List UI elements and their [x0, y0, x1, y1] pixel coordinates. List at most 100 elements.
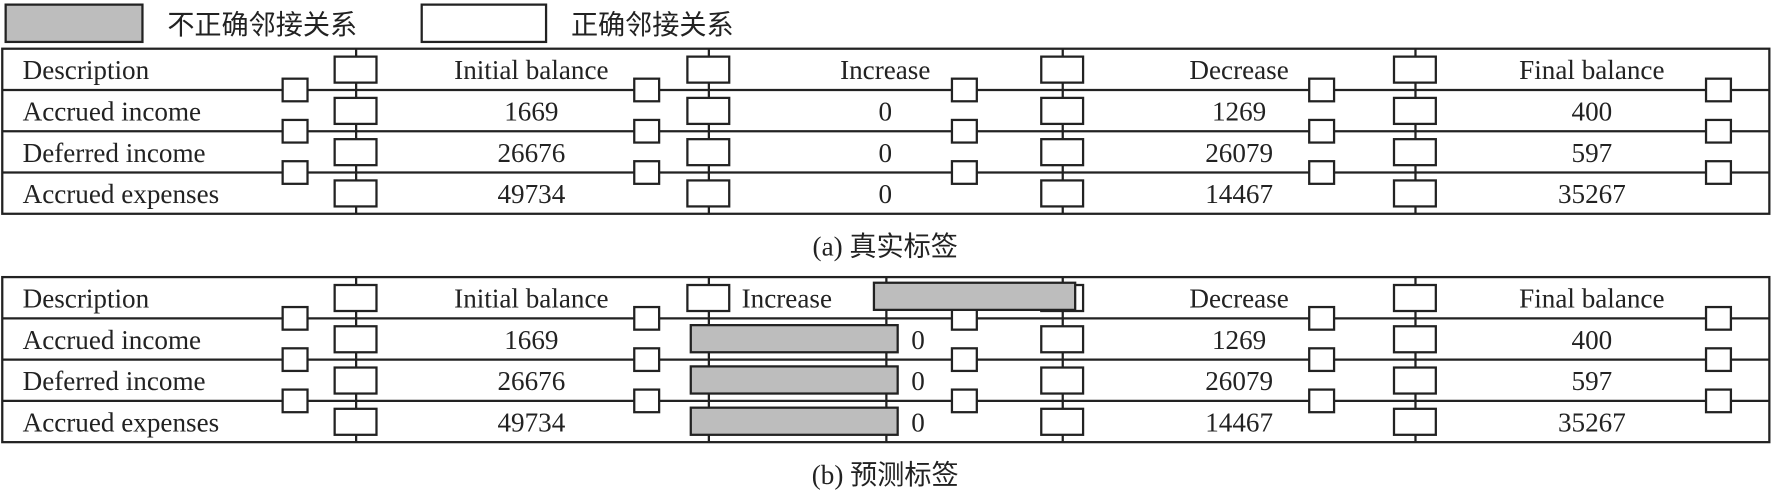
table-cell: 26079 [1205, 366, 1273, 396]
table-cell: 400 [1572, 97, 1613, 127]
table-cell: 597 [1572, 366, 1613, 396]
table-cell: 26676 [497, 366, 565, 396]
column-adjacency-box [1392, 55, 1437, 84]
row-adjacency-box [281, 118, 309, 144]
table-cell: 0 [911, 366, 925, 396]
table-cell: 14467 [1205, 407, 1273, 437]
row-adjacency-box [1308, 347, 1336, 373]
header-cell: Decrease [1189, 284, 1288, 314]
row-adjacency-box [1308, 388, 1336, 414]
table-b: Description Initial balance Increase Decrea… [1, 275, 1771, 490]
table-cell: 597 [1572, 138, 1613, 168]
column-adjacency-box [1040, 55, 1085, 84]
row-adjacency-box [950, 347, 978, 373]
row-adjacency-box [281, 388, 309, 414]
row-adjacency-box [1308, 305, 1336, 331]
legend-incorrect-label: 不正确邻接关系 [167, 10, 357, 41]
column-adjacency-box [1392, 138, 1437, 167]
table-cell: 0 [911, 407, 925, 437]
row-adjacency-box [950, 77, 978, 103]
row-adjacency-box [1308, 160, 1336, 185]
row-adjacency-box [281, 305, 309, 331]
table-cell: 35267 [1558, 179, 1626, 209]
row-adjacency-box [1704, 305, 1733, 331]
column-adjacency-box [1040, 366, 1085, 395]
column-adjacency-box [333, 138, 378, 167]
header-cell: Description [23, 284, 150, 314]
row-adjacency-box [950, 388, 978, 414]
column-adjacency-box [333, 179, 378, 208]
row-adjacency-box [1704, 347, 1733, 373]
header-cell: Initial balance [454, 55, 608, 85]
row-adjacency-box [633, 118, 661, 144]
table-cell: Accrued expenses [23, 407, 220, 437]
incorrect-adjacency-box [689, 324, 899, 354]
column-adjacency-box [333, 283, 378, 313]
column-adjacency-box [333, 96, 378, 126]
column-adjacency-box [1040, 325, 1085, 354]
row-adjacency-box [633, 305, 661, 331]
table-cell: 49734 [497, 179, 565, 209]
row-adjacency-box [281, 77, 309, 103]
table-cell: 35267 [1558, 407, 1626, 437]
row-adjacency-box [1704, 118, 1733, 144]
table-cell: 0 [911, 325, 925, 355]
table-cell: Accrued income [23, 325, 202, 355]
column-adjacency-box [686, 55, 731, 84]
table-cell: 26676 [497, 138, 565, 168]
column-adjacency-box [1040, 179, 1085, 208]
header-cell: Final balance [1519, 55, 1664, 85]
table-cell: 0 [878, 179, 892, 209]
legend-incorrect-swatch [4, 3, 144, 44]
table-cell: 49734 [497, 407, 565, 437]
header-cell: Final balance [1519, 284, 1664, 314]
table-caption: (a) 真实标签 [813, 232, 958, 262]
row-adjacency-box [950, 160, 978, 185]
row-adjacency-box [950, 118, 978, 144]
header-cell: Description [23, 55, 150, 85]
row-adjacency-box [633, 160, 661, 185]
column-adjacency-box [1040, 96, 1085, 126]
header-cell: Increase [840, 55, 930, 85]
table-cell: Accrued expenses [23, 179, 220, 209]
row-adjacency-box [281, 160, 309, 185]
table-cell: 400 [1572, 325, 1613, 355]
table-cell: 1669 [504, 325, 558, 355]
column-adjacency-box [1392, 179, 1437, 208]
column-adjacency-box [1392, 283, 1437, 313]
incorrect-adjacency-box [872, 281, 1077, 312]
header-cell: Initial balance [454, 284, 608, 314]
row-adjacency-box [1704, 160, 1733, 185]
column-adjacency-box [1040, 407, 1085, 436]
column-adjacency-box [686, 138, 731, 167]
table-cell: 1669 [504, 97, 558, 127]
table-cell: 14467 [1205, 179, 1273, 209]
row-adjacency-box [281, 347, 309, 373]
incorrect-adjacency-box [689, 365, 899, 395]
table-cell: Deferred income [23, 366, 206, 396]
legend-correct-label: 正确邻接关系 [571, 10, 734, 41]
table-cell: Deferred income [23, 138, 206, 168]
row-adjacency-box [1704, 388, 1733, 414]
table-cell: 0 [878, 138, 892, 168]
column-adjacency-box [686, 283, 731, 313]
table-caption: (b) 预测标签 [812, 460, 959, 490]
header-cell: Increase [742, 284, 832, 314]
table-cell: 0 [878, 97, 892, 127]
table-cell: 26079 [1205, 138, 1273, 168]
row-adjacency-box [633, 347, 661, 373]
row-adjacency-box [633, 388, 661, 414]
column-adjacency-box [1392, 325, 1437, 354]
column-adjacency-box [1392, 407, 1437, 436]
table-cell: Accrued income [23, 97, 202, 127]
table-cell: 1269 [1212, 97, 1266, 127]
legend-correct-swatch [420, 3, 548, 44]
column-adjacency-box [1392, 96, 1437, 126]
column-adjacency-box [686, 96, 731, 126]
column-adjacency-box [686, 179, 731, 208]
incorrect-adjacency-box [689, 406, 899, 436]
column-adjacency-box [1040, 138, 1085, 167]
legend: 不正确邻接关系 正确邻接关系 [4, 3, 734, 44]
